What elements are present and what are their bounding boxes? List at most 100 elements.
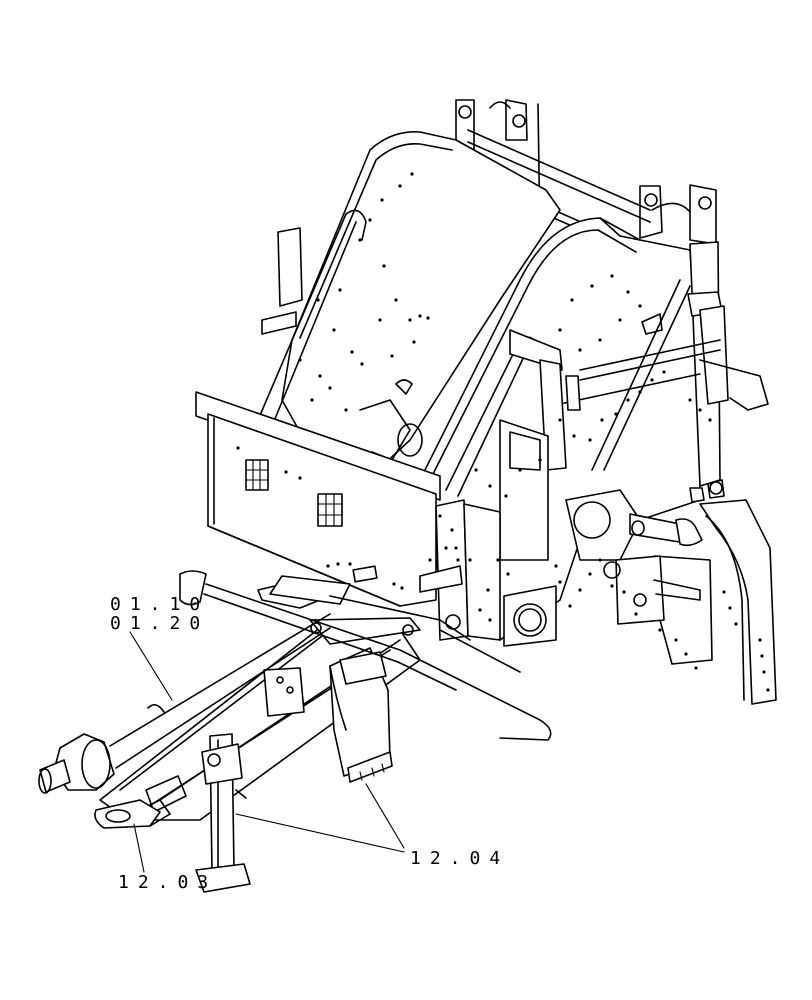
- rivet-hole: [590, 284, 594, 288]
- rivet-holes: [236, 172, 770, 692]
- rivet-hole: [488, 484, 492, 488]
- rivet-hole: [758, 638, 762, 642]
- rivet-hole: [504, 494, 508, 498]
- rivet-hole: [634, 612, 638, 616]
- rivet-hole: [410, 172, 414, 176]
- front-apron: [195, 391, 441, 607]
- leader-12-03: [133, 823, 145, 873]
- rivet-hole: [578, 588, 582, 592]
- rivet-hole: [600, 418, 604, 422]
- rivet-hole: [588, 572, 592, 576]
- rivet-hole: [610, 584, 614, 588]
- rivet-hole: [572, 434, 576, 438]
- right-rear-post: [559, 241, 769, 487]
- floor-platform: [257, 565, 471, 641]
- rivet-hole: [236, 446, 240, 450]
- rivet-hole: [338, 288, 342, 292]
- rivet-hole: [496, 558, 500, 562]
- left-bracket: [261, 227, 303, 335]
- callout-12-03: 12.03: [118, 872, 217, 893]
- rivet-hole: [478, 608, 482, 612]
- rivet-hole: [392, 582, 396, 586]
- rivet-hole: [518, 468, 522, 472]
- rivet-hole: [694, 666, 698, 670]
- rivet-hole: [298, 358, 302, 362]
- rivet-hole: [558, 328, 562, 332]
- rivet-hole: [684, 652, 688, 656]
- rivet-hole: [382, 264, 386, 268]
- leader-01-10: [129, 631, 173, 701]
- leader-12-04-b: [365, 783, 405, 849]
- rivet-hole: [614, 412, 618, 416]
- rivet-hole: [662, 370, 666, 374]
- rivet-hole: [328, 386, 332, 390]
- rivet-hole: [474, 468, 478, 472]
- rivet-hole: [444, 546, 448, 550]
- rivet-hole: [598, 558, 602, 562]
- rivet-hole: [368, 218, 372, 222]
- rivet-hole: [468, 558, 472, 562]
- rivet-hole: [332, 328, 336, 332]
- callout-12-04: 12.04: [410, 848, 509, 869]
- rivet-hole: [734, 622, 738, 626]
- rivet-hole: [284, 470, 288, 474]
- rivet-hole: [766, 688, 770, 692]
- rivet-hole: [358, 238, 362, 242]
- rivet-hole: [336, 562, 340, 566]
- rivet-hole: [554, 564, 558, 568]
- rivet-hole: [626, 290, 630, 294]
- rivet-hole: [394, 298, 398, 302]
- rivet-hole: [588, 438, 592, 442]
- rivet-hole: [408, 318, 412, 322]
- rivet-hole: [638, 304, 642, 308]
- rivet-hole: [412, 340, 416, 344]
- pto-driveshaft: [38, 613, 331, 794]
- rivet-hole: [344, 408, 348, 412]
- rivet-hole: [418, 314, 422, 318]
- callout-01-10: 01.10: [110, 594, 209, 615]
- leader-lines: [129, 631, 405, 873]
- rivet-hole: [698, 408, 702, 412]
- right-gate-arm: [603, 499, 777, 705]
- center-gusset: [499, 329, 581, 561]
- rivet-hole: [310, 398, 314, 402]
- right-gate-hinge: [565, 479, 725, 561]
- rivet-hole: [350, 350, 354, 354]
- rivet-hole: [658, 628, 662, 632]
- rivet-hole: [428, 558, 432, 562]
- rivet-hole: [570, 298, 574, 302]
- rivet-hole: [568, 604, 572, 608]
- rivet-hole: [622, 590, 626, 594]
- rivet-hole: [618, 318, 622, 322]
- rivet-hole: [326, 564, 330, 568]
- rivet-hole: [626, 398, 630, 402]
- lower-rod: [179, 570, 552, 741]
- step-ladder: [329, 647, 393, 783]
- rivet-hole: [722, 590, 726, 594]
- rivet-hole: [488, 618, 492, 622]
- rivet-hole: [598, 338, 602, 342]
- rivet-hole: [298, 476, 302, 480]
- rivet-hole: [454, 546, 458, 550]
- rivet-hole: [760, 654, 764, 658]
- rivet-hole: [762, 670, 766, 674]
- rivet-hole: [398, 184, 402, 188]
- rivet-hole: [688, 398, 692, 402]
- rivet-hole: [426, 316, 430, 320]
- rivet-hole: [456, 558, 460, 562]
- rivet-hole: [674, 638, 678, 642]
- rivet-hole: [450, 528, 454, 532]
- rivet-hole: [390, 354, 394, 358]
- rivet-hole: [438, 514, 442, 518]
- rivet-hole: [506, 572, 510, 576]
- rivet-hole: [360, 362, 364, 366]
- rivet-hole: [558, 580, 562, 584]
- rivet-hole: [380, 198, 384, 202]
- rivet-hole: [316, 298, 320, 302]
- rivet-hole: [708, 418, 712, 422]
- callout-01-20: 01.20: [110, 613, 209, 634]
- rivet-hole: [538, 458, 542, 462]
- rivet-hole: [650, 378, 654, 382]
